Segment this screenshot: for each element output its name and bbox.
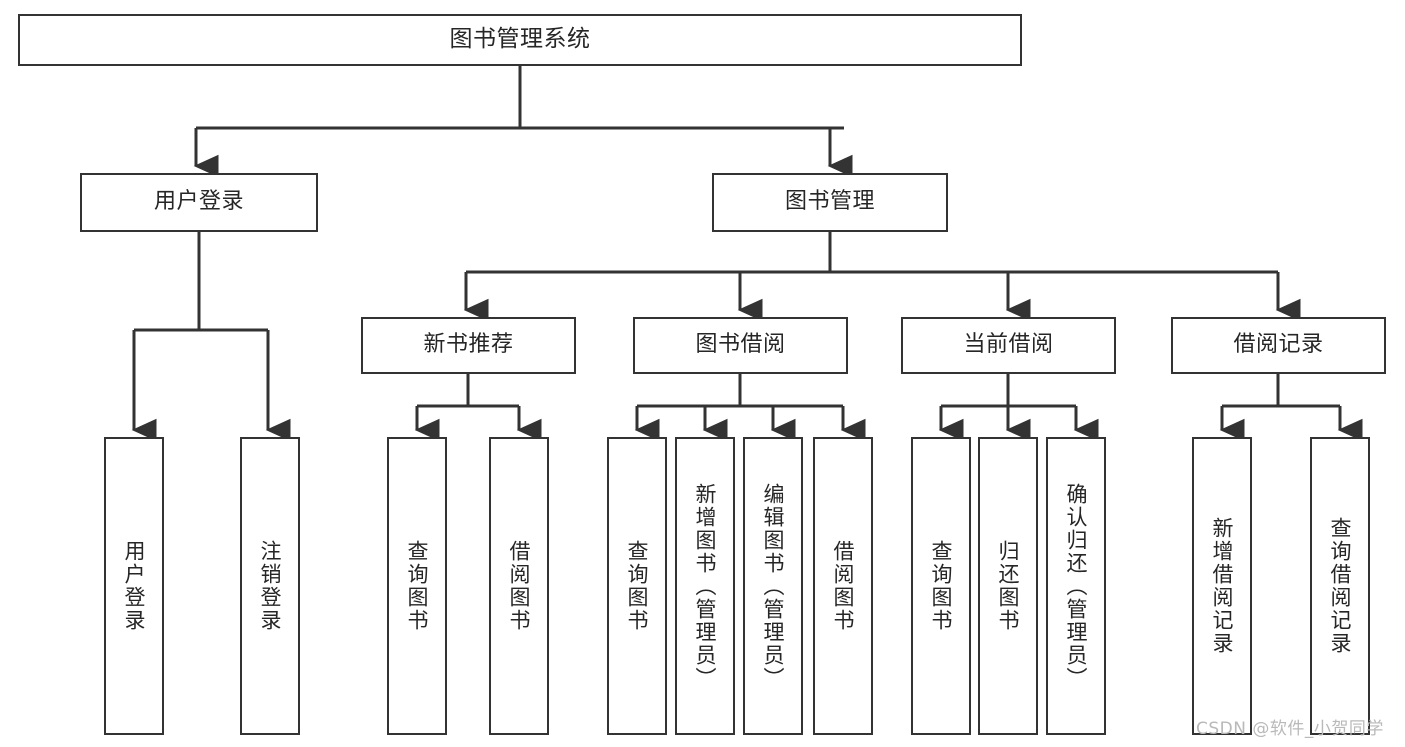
node-borrow-record-label: 借阅记录 bbox=[1233, 332, 1324, 358]
leaf-current-query-book[interactable]: 查询图书 bbox=[911, 437, 971, 735]
leaf-label: 查询借阅记录 bbox=[1328, 517, 1353, 655]
node-user-login[interactable]: 用户登录 bbox=[80, 173, 318, 232]
leaf-borrow-edit-book[interactable]: 编辑图书（管理员） bbox=[743, 437, 803, 735]
node-current-borrow[interactable]: 当前借阅 bbox=[901, 317, 1116, 374]
leaf-label: 归还图书 bbox=[996, 540, 1021, 632]
leaf-label: 借阅图书 bbox=[507, 540, 532, 632]
node-root[interactable]: 图书管理系统 bbox=[18, 14, 1022, 66]
leaf-record-add[interactable]: 新增借阅记录 bbox=[1192, 437, 1252, 735]
leaf-label: 查询图书 bbox=[625, 540, 650, 632]
node-borrow-record[interactable]: 借阅记录 bbox=[1171, 317, 1386, 374]
leaf-record-query[interactable]: 查询借阅记录 bbox=[1310, 437, 1370, 735]
node-book-borrow[interactable]: 图书借阅 bbox=[633, 317, 848, 374]
leaf-borrow-query-book[interactable]: 查询图书 bbox=[607, 437, 667, 735]
leaf-label: 新增借阅记录 bbox=[1210, 517, 1235, 655]
leaf-label: 编辑图书（管理员） bbox=[761, 482, 786, 690]
csdn-watermark: CSDN @软件_小贺同学 bbox=[1196, 719, 1384, 739]
leaf-current-confirm-return[interactable]: 确认归还（管理员） bbox=[1046, 437, 1106, 735]
leaf-label: 借阅图书 bbox=[831, 540, 856, 632]
node-new-book-recommend[interactable]: 新书推荐 bbox=[361, 317, 576, 374]
leaf-label: 查询图书 bbox=[405, 540, 430, 632]
node-current-borrow-label: 当前借阅 bbox=[963, 332, 1054, 358]
leaf-user-login-logout[interactable]: 注销登录 bbox=[240, 437, 300, 735]
leaf-label: 注销登录 bbox=[258, 540, 283, 632]
node-new-book-recommend-label: 新书推荐 bbox=[423, 332, 514, 358]
node-book-management-label: 图书管理 bbox=[784, 189, 875, 215]
leaf-borrow-borrow-book[interactable]: 借阅图书 bbox=[813, 437, 873, 735]
leaf-new-book-query[interactable]: 查询图书 bbox=[387, 437, 447, 735]
node-user-login-label: 用户登录 bbox=[153, 189, 244, 215]
leaf-label: 新增图书（管理员） bbox=[693, 482, 718, 690]
node-book-management[interactable]: 图书管理 bbox=[712, 173, 948, 232]
node-book-borrow-label: 图书借阅 bbox=[695, 332, 786, 358]
leaf-current-return-book[interactable]: 归还图书 bbox=[978, 437, 1038, 735]
leaf-new-book-borrow[interactable]: 借阅图书 bbox=[489, 437, 549, 735]
leaf-label: 查询图书 bbox=[929, 540, 954, 632]
leaf-user-login-login[interactable]: 用户登录 bbox=[104, 437, 164, 735]
leaf-label: 用户登录 bbox=[122, 540, 147, 632]
leaf-borrow-add-book[interactable]: 新增图书（管理员） bbox=[675, 437, 735, 735]
leaf-label: 确认归还（管理员） bbox=[1064, 482, 1089, 690]
node-root-label: 图书管理系统 bbox=[449, 26, 591, 53]
